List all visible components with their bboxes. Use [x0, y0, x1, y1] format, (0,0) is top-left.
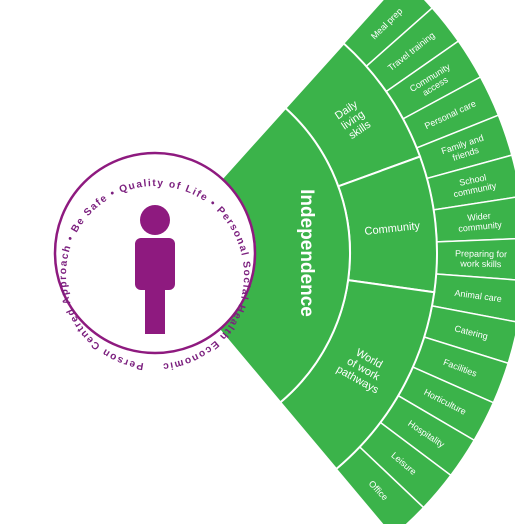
category-label-community: Community: [364, 220, 421, 238]
person-icon: [135, 205, 175, 334]
outer-item-label: Preparing forwork skills: [455, 248, 507, 269]
category-label-daily: Dailylivingskills: [333, 98, 374, 142]
categories-ring: [278, 42, 438, 471]
outer-item-label: Widercommunity: [457, 210, 503, 234]
fan-chart: [217, 0, 515, 524]
independence-label: Independence: [296, 189, 317, 317]
center-badge: Person Centred Approach • Be Safe • Qual…: [53, 151, 257, 372]
